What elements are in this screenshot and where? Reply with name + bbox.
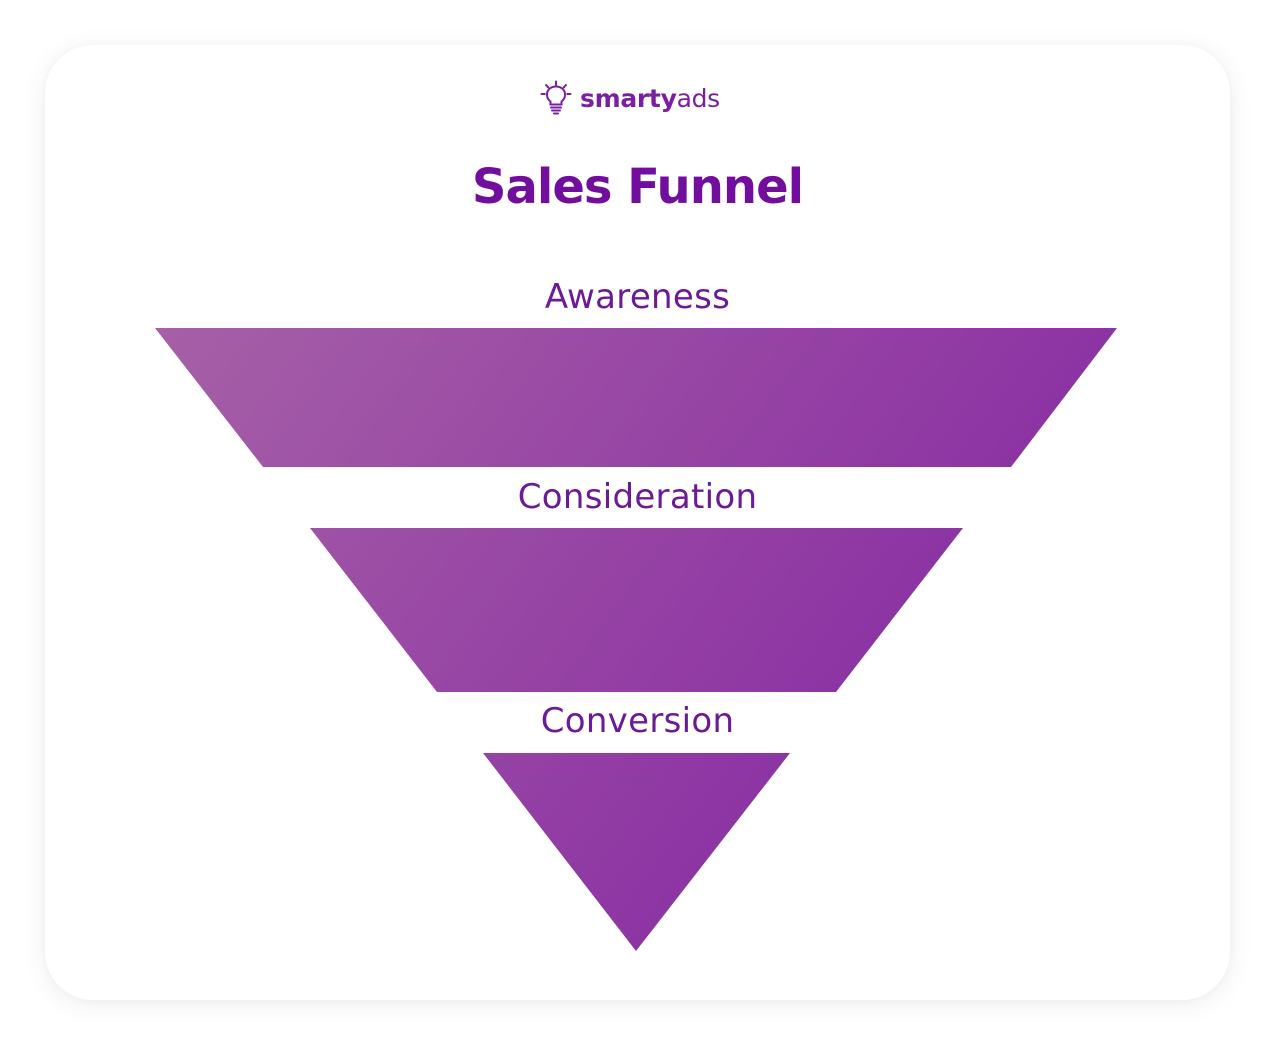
funnel-stage-conversion bbox=[483, 753, 790, 951]
funnel-label-consideration: Consideration bbox=[517, 477, 758, 517]
page-title: Sales Funnel bbox=[471, 159, 804, 215]
funnel-label-conversion: Conversion bbox=[540, 701, 735, 741]
funnel-stage-consideration bbox=[310, 528, 963, 692]
brand-name-bold: smarty bbox=[580, 83, 677, 113]
funnel-label-awareness: Awareness bbox=[544, 277, 731, 317]
funnel-stage-awareness bbox=[155, 328, 1117, 467]
brand-logo: smartyads bbox=[540, 78, 720, 118]
brand-name: smartyads bbox=[580, 86, 720, 111]
brand-name-light: ads bbox=[676, 83, 721, 113]
lightbulb-icon bbox=[540, 80, 572, 115]
